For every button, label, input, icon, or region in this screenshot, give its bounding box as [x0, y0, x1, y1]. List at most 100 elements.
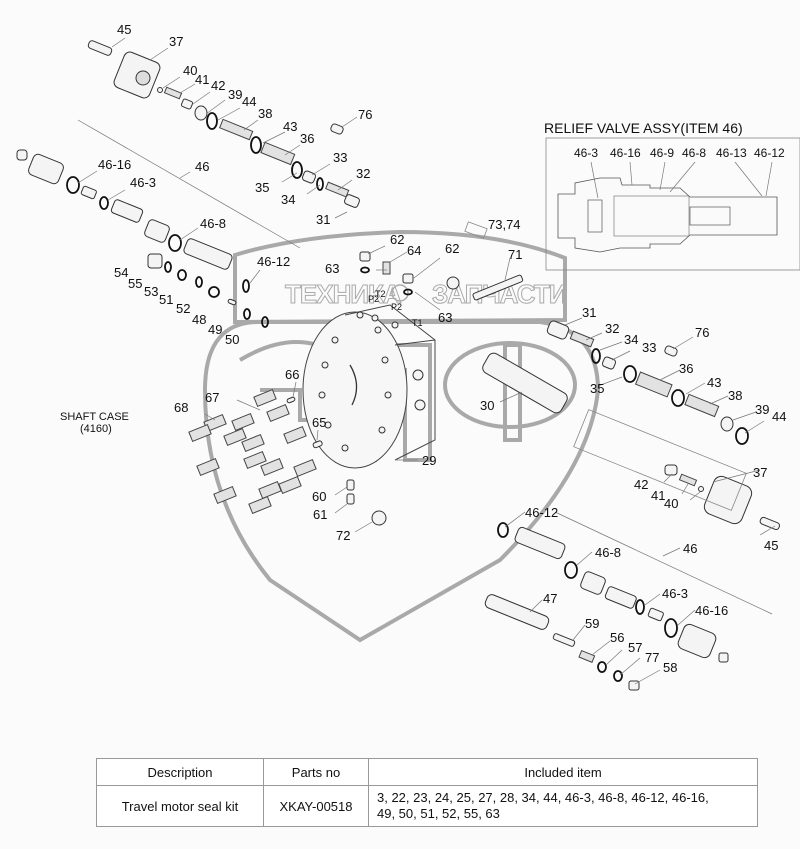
callout: 66 — [285, 367, 299, 382]
table-header-row: Description Parts no Included item — [96, 758, 758, 786]
callout: 38 — [258, 106, 272, 121]
callout: 56 — [610, 630, 624, 645]
callout: 47 — [543, 591, 557, 606]
callout: 72 — [336, 528, 350, 543]
column-header-description: Description — [96, 758, 264, 786]
callout: 51 — [159, 292, 173, 307]
cell-included-items: 3, 22, 23, 24, 25, 27, 28, 34, 44, 46-3,… — [368, 785, 758, 827]
column-header-parts-no: Parts no — [263, 758, 369, 786]
callout: 44 — [242, 94, 256, 109]
callout: 46-12 — [525, 505, 558, 520]
spool-30 — [482, 352, 568, 414]
callout: 62 — [445, 241, 459, 256]
callout: 71 — [508, 247, 522, 262]
callout: 46 — [195, 159, 209, 174]
callout: 48 — [192, 312, 206, 327]
callout: 64 — [407, 243, 421, 258]
included-items-line: 49, 50, 51, 52, 55, 63 — [377, 806, 500, 821]
bolt-45 — [87, 40, 113, 56]
exploded-parts-diagram: ТЕХНИКА ЗАПЧАСТИ — [16, 22, 800, 691]
callout: 31 — [316, 212, 330, 227]
table-row: Travel motor seal kit XKAY-00518 3, 22, … — [96, 785, 758, 827]
callout: 37 — [169, 34, 183, 49]
callout: 76 — [695, 325, 709, 340]
callout: 39 — [228, 87, 242, 102]
callout: 41 — [195, 72, 209, 87]
shaft-case-number: (4160) — [80, 423, 112, 435]
watermark-logo: ТЕХНИКА ЗАПЧАСТИ — [202, 229, 601, 643]
callout: 39 — [755, 402, 769, 417]
top-fittings — [359, 221, 524, 301]
callout: 54 — [114, 265, 128, 280]
relief-valve-title: RELIEF VALVE ASSY(ITEM 46) — [544, 120, 743, 136]
port-label-t1: T1 — [412, 318, 423, 328]
callout: 42 — [634, 477, 648, 492]
callout: 33 — [333, 150, 347, 165]
watermark-text-left: ТЕХНИКА — [285, 279, 402, 309]
inset-item: 46-9 — [650, 146, 674, 160]
callout: 41 — [651, 488, 665, 503]
callout: 37 — [753, 465, 767, 480]
pin-76 — [330, 123, 344, 135]
callout: 29 — [422, 453, 436, 468]
callout: 34 — [624, 332, 638, 347]
callout: 45 — [117, 22, 131, 37]
shaft-case-label: SHAFT CASE — [60, 411, 129, 423]
callout: 38 — [728, 388, 742, 403]
inset-item: 46-12 — [754, 146, 785, 160]
inset-item: 46-13 — [716, 146, 747, 160]
callout: 49 — [208, 322, 222, 337]
callout: 77 — [645, 650, 659, 665]
callout-labels: 45 37 40 41 42 39 44 38 43 36 76 33 32 3… — [98, 22, 786, 675]
callout: 35 — [590, 381, 604, 396]
relief-valve-assy-inset: RELIEF VALVE ASSY(ITEM 46) 46-3 46-16 46… — [544, 120, 800, 271]
callout: 35 — [255, 180, 269, 195]
callout: 30 — [480, 398, 494, 413]
callout: 60 — [312, 489, 326, 504]
callout: 46-12 — [257, 254, 290, 269]
springs-cluster — [188, 388, 387, 526]
callout: 46-3 — [130, 175, 156, 190]
cell-parts-no: XKAY-00518 — [263, 785, 369, 827]
upper-valve-stack — [87, 40, 360, 208]
callout: 46-8 — [595, 545, 621, 560]
callout: 59 — [585, 616, 599, 631]
callout: 73,74 — [488, 217, 521, 232]
callout: 46 — [683, 541, 697, 556]
callout: 44 — [772, 409, 786, 424]
callout: 50 — [225, 332, 239, 347]
callout: 63 — [438, 310, 452, 325]
callout: 40 — [183, 63, 197, 78]
relief-valve-cross-section — [557, 177, 778, 253]
callout: 62 — [390, 232, 404, 247]
port-label-t2: T2 — [375, 289, 386, 299]
callout: 68 — [174, 400, 188, 415]
callout: 46-16 — [695, 603, 728, 618]
motor-body-29 — [302, 304, 436, 469]
callout: 36 — [679, 361, 693, 376]
spool-47 — [484, 594, 550, 630]
callout: 67 — [205, 390, 219, 405]
lower-relief-valve-46 — [484, 522, 729, 691]
callout: 58 — [663, 660, 677, 675]
callout: 43 — [283, 119, 297, 134]
callout: 57 — [628, 640, 642, 655]
callout: 42 — [211, 78, 225, 93]
inset-item: 46-3 — [574, 146, 598, 160]
seal-kit-table: Description Parts no Included item Trave… — [96, 758, 758, 827]
inset-item: 46-8 — [682, 146, 706, 160]
callout: 65 — [312, 415, 326, 430]
callout: 40 — [664, 496, 678, 511]
callout: 61 — [313, 507, 327, 522]
callout: 32 — [356, 166, 370, 181]
cover-37-right — [703, 475, 753, 525]
callout: 46-16 — [98, 157, 131, 172]
callout: 52 — [176, 301, 190, 316]
callout: 55 — [128, 276, 142, 291]
callout: 33 — [642, 340, 656, 355]
callout: 63 — [325, 261, 339, 276]
callout: 76 — [358, 107, 372, 122]
callout: 46-8 — [200, 216, 226, 231]
callout: 53 — [144, 284, 158, 299]
callout: 32 — [605, 321, 619, 336]
